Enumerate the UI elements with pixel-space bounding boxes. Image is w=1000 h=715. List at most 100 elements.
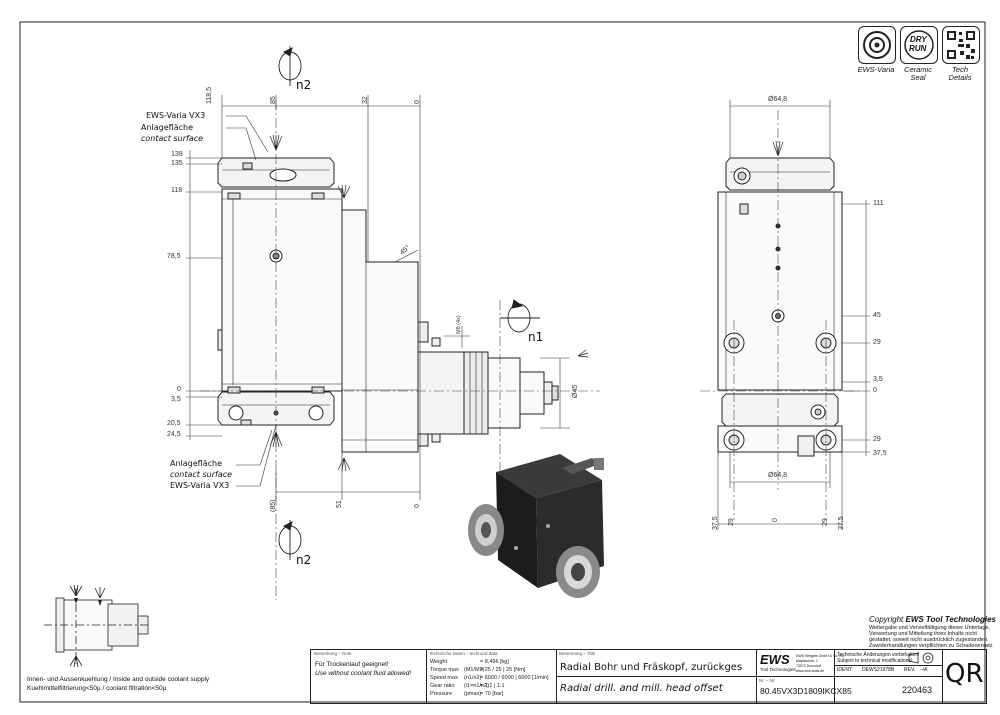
dim-bottom-85: (85) (270, 499, 277, 512)
details-caption: Details (948, 73, 972, 82)
nr-label: Nr. – Nr. (759, 678, 776, 683)
dim-right-37-5: 37,5 (873, 450, 887, 457)
dim-right-111: 111 (873, 200, 884, 207)
copyright-line-1: Weitergabe und Vervielfältigung dieser U… (869, 625, 990, 631)
change-note-de: Technische Änderungen vorbehalten! (837, 652, 920, 658)
part-number: 80.45VX3D1809IKCX85 (760, 686, 852, 696)
tech-row-speed: Speed max(n1/n2)= 6000 / 6000 | 6000 [1/… (430, 675, 549, 681)
drawing-title-en: Radial drill. and mill. head offset (560, 683, 723, 694)
callout-bottom-contact: contact surface (170, 470, 233, 479)
left-view (217, 157, 559, 453)
dim-left-118: 118 (171, 187, 183, 194)
dia-top-64-8: Ø64,8 (768, 96, 788, 103)
qr-cell[interactable]: QR (942, 650, 985, 703)
dim-top-32: 32 (362, 96, 369, 104)
ident-cell: Technische Änderungen vorbehalten! Subje… (834, 650, 943, 703)
change-note-en: Subject to technical modifications! (837, 658, 913, 664)
dim-bottom-51: 51 (336, 500, 343, 508)
dim-right-3-5: 3,5 (873, 376, 883, 383)
tech-head: Technische Daten – technical data (429, 651, 498, 656)
dim-top-85: 85 (270, 96, 277, 104)
dim-right-29a: 29 (873, 339, 881, 346)
callout-bottom-varia: EWS-Varia VX3 (170, 481, 230, 490)
ceramic-caption: Ceramic (904, 65, 932, 74)
dim-left-139: 139 (171, 151, 183, 158)
company-line-2: Maybachstr. 1 (796, 659, 818, 663)
seal-caption: Seal (910, 73, 926, 82)
dim-left-3-5: 3,5 (171, 396, 181, 403)
diameter-45-label: Ø45 (572, 384, 579, 398)
callout-top-varia: EWS-Varia VX3 (146, 111, 206, 120)
callout-top-anlage: Anlagefläche (141, 123, 193, 132)
remark-line-1: Für Trockenlauf geeignet! (315, 661, 389, 668)
name-head: Benennung – Title (559, 651, 596, 656)
tech-data-cell: Technische Daten – technical data Weight… (426, 650, 557, 703)
rev-value: –/A (920, 667, 928, 673)
copyright-line-4: Zuwiderhandlungen verpflichten zu Schade… (869, 643, 995, 649)
drawing-title-de: Radial Bohr und Fräskopf, zurückges (560, 662, 743, 673)
remark-head: Bemerkung – Note (314, 651, 352, 656)
dim-left-24-5: 24,5 (167, 431, 181, 438)
dim-rb-37-5b: 37,5 (838, 516, 845, 530)
copyright-brand: EWS Tool Technologies (905, 615, 997, 624)
tech-row-weight: Weight= 8,496 [kg] (430, 659, 509, 665)
ident-value: DEWS21978B (862, 667, 895, 673)
coolant-schematic (44, 584, 150, 668)
thread-label: M8 (4x) (456, 315, 462, 334)
rev-label: REV. (904, 667, 916, 673)
title-block: Bemerkung – Note Für Trockenlauf geeigne… (310, 649, 987, 704)
dia-bottom-64-8: Ø64,8 (768, 472, 788, 479)
n2-label-top: n2 (296, 78, 312, 92)
qr-label: QR (945, 659, 984, 689)
tech-caption: Tech (952, 65, 968, 74)
tech-row-pressure: Pressure(pmax)= 70 [bar] (430, 691, 504, 697)
dim-right-45: 45 (873, 312, 881, 319)
company-line-4: www.ews-tools.de (796, 669, 825, 673)
run-badge: RUN (909, 44, 927, 53)
ews-logo: EWS (760, 652, 790, 667)
copyright-prefix: Copyright (869, 615, 904, 624)
dim-rb-29a: 29 (728, 518, 735, 526)
drawing-title-cell: Benennung – Title Radial Bohr und Fräsko… (556, 650, 757, 703)
dim-left-20-5: 20,5 (167, 420, 181, 427)
copyright-title: Copyright EWS Tool Technologies (869, 615, 996, 624)
dim-right-0: 0 (873, 387, 877, 394)
company-line-1: EWS Weigele GmbH & Co. KG (796, 654, 845, 658)
tech-details-qr-icon[interactable] (942, 26, 980, 64)
dim-rb-37-5a: 37,5 (712, 516, 719, 530)
ident-label: IDENT (837, 667, 852, 673)
product-render (468, 454, 604, 598)
callout-bottom-anlage: Anlagefläche (170, 459, 222, 468)
coolant-note-line1: Innen- und Aussenkuehlung / Inside and o… (27, 676, 210, 683)
ceramic-seal-icon[interactable]: DRY RUN (900, 26, 938, 64)
dim-bottom-0: 0 (414, 504, 421, 508)
tech-row-gear: Gear ratio(i1=n1/n2)= 1:1 | 1:1 (430, 683, 505, 689)
remark-line-2: Use without coolant fluid allowed! (315, 670, 412, 677)
n2-label-bottom: n2 (296, 553, 312, 567)
dim-left-135: 135 (171, 160, 183, 167)
dim-left-0: 0 (177, 386, 181, 393)
ews-varia-caption: EWS-Varia (857, 65, 895, 74)
dim-top-0: 0 (414, 100, 421, 104)
ews-logo-sub: Tool Technologies (760, 667, 796, 672)
company-line-3: 73072 Donzdorf (796, 664, 821, 668)
n1-label: n1 (528, 330, 544, 344)
dim-right-29b: 29 (873, 436, 881, 443)
coolant-note-line2: Kuehlmittelfiltrierung<50µ / coolant fil… (27, 685, 167, 692)
copyright-line-2: Verwertung und Mitteilung ihres Inhalts … (869, 631, 977, 637)
right-view (717, 157, 843, 457)
dim-rb-0: 0 (772, 518, 779, 522)
ews-varia-icon[interactable] (858, 26, 896, 64)
copyright-line-3: gestattet, soweit nicht ausdrücklich zug… (869, 637, 989, 643)
dim-rb-29b: 29 (822, 518, 829, 526)
dim-left-78-5: 78,5 (167, 253, 181, 260)
remark-cell: Bemerkung – Note Für Trockenlauf geeigne… (311, 650, 427, 703)
company-cell: EWS Tool Technologies EWS Weigele GmbH &… (756, 650, 852, 703)
projection-symbol-icon (908, 652, 934, 664)
dry-badge: DRY (910, 35, 927, 44)
dim-top-118-5: 118,5 (206, 87, 213, 104)
callout-top-contact: contact surface (141, 134, 204, 143)
tech-row-torque: Torque max(M1/M2)= 25 / 25 | 25 [Nm] (430, 667, 526, 673)
drawing-number: 220463 (902, 685, 933, 695)
